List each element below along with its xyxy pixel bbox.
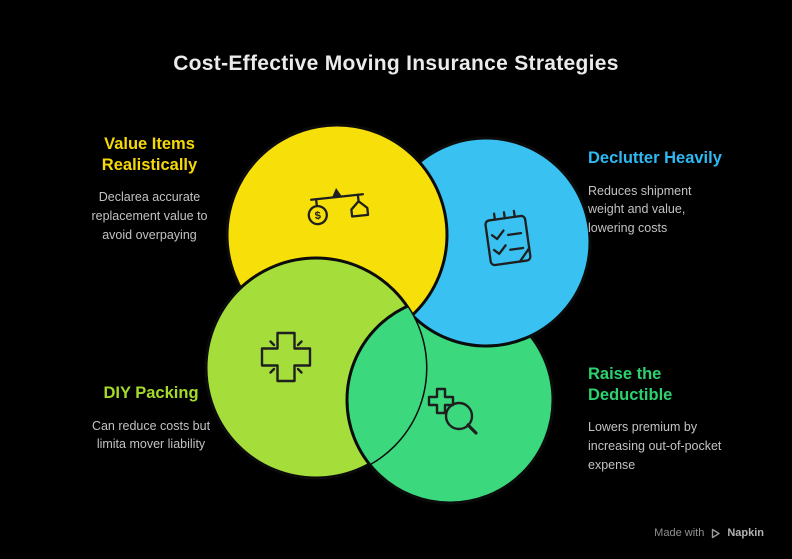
strategy-heading-raise-deductible: Raise the Deductible xyxy=(588,365,673,404)
checklist-icon xyxy=(484,209,532,267)
made-with-napkin-watermark[interactable]: Made with Napkin xyxy=(654,527,764,539)
strategy-description-diy-packing: Can reduce costs but limita mover liabil… xyxy=(91,418,211,452)
strategy-heading-value-items: Value Items Realistically xyxy=(101,135,198,174)
strategy-description-raise-deductible: Lowers premium by increasing out-of-pock… xyxy=(588,420,722,472)
watermark-brand: Napkin xyxy=(727,527,764,539)
watermark-prefix: Made with xyxy=(654,527,705,539)
strategy-description-declutter: Reduces shipment weight and value, lower… xyxy=(588,183,692,236)
balance-scale-icon: $ xyxy=(307,188,370,226)
strategy-card-value-items: Value Items Realistically Declarea accur… xyxy=(62,134,237,245)
plus-cross-icon xyxy=(260,331,312,383)
strategy-heading-diy-packing: DIY Packing xyxy=(103,384,199,402)
strategy-card-diy-packing: DIY Packing Can reduce costs but limita … xyxy=(66,383,236,454)
napkin-logo-icon xyxy=(710,528,721,539)
strategy-heading-declutter: Declutter Heavily xyxy=(588,149,722,167)
strategy-description-value-items: Declarea accurate replacement value to a… xyxy=(91,190,208,242)
svg-text:$: $ xyxy=(314,210,321,223)
page-title: Cost-Effective Moving Insurance Strategi… xyxy=(173,52,619,75)
strategy-card-declutter: Declutter Heavily Reduces shipment weigh… xyxy=(588,148,753,238)
magnifier-plus-icon xyxy=(427,387,478,435)
strategy-card-raise-deductible: Raise the Deductible Lowers premium by i… xyxy=(588,364,773,475)
